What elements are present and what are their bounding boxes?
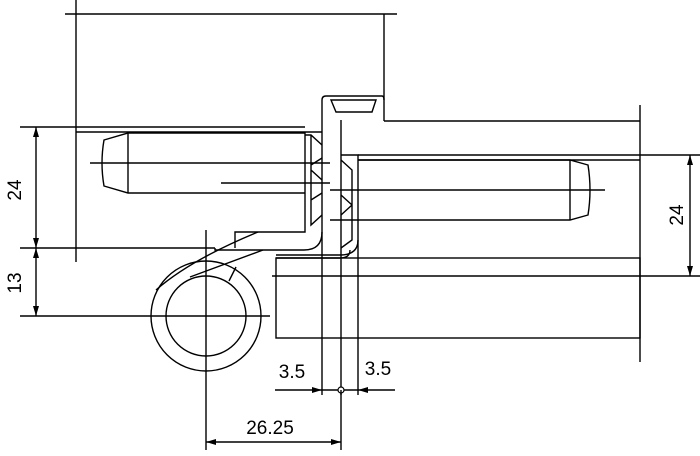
dimension-right: 24: [667, 155, 693, 276]
right-leaf: [272, 154, 700, 395]
dimension-left-lower: 13: [5, 248, 39, 316]
left-pin: [90, 132, 330, 227]
dimension-center-offset: 26.25: [206, 390, 342, 450]
dimension-gaps: 3.5 3.5: [275, 359, 395, 394]
left-leaf: [20, 126, 322, 249]
dimension-left-upper: 24: [5, 127, 39, 248]
frame-outline: [65, 0, 641, 362]
dim-left-upper-label: 24: [5, 179, 26, 201]
dim-gap-left-label: 3.5: [279, 362, 305, 383]
dim-left-lower-label: 13: [5, 272, 26, 293]
dim-gap-right-label: 3.5: [365, 359, 391, 380]
dim-center-offset-label: 26.25: [246, 418, 294, 439]
dim-right-label: 24: [667, 204, 688, 226]
hinge-knuckle: [20, 230, 270, 450]
